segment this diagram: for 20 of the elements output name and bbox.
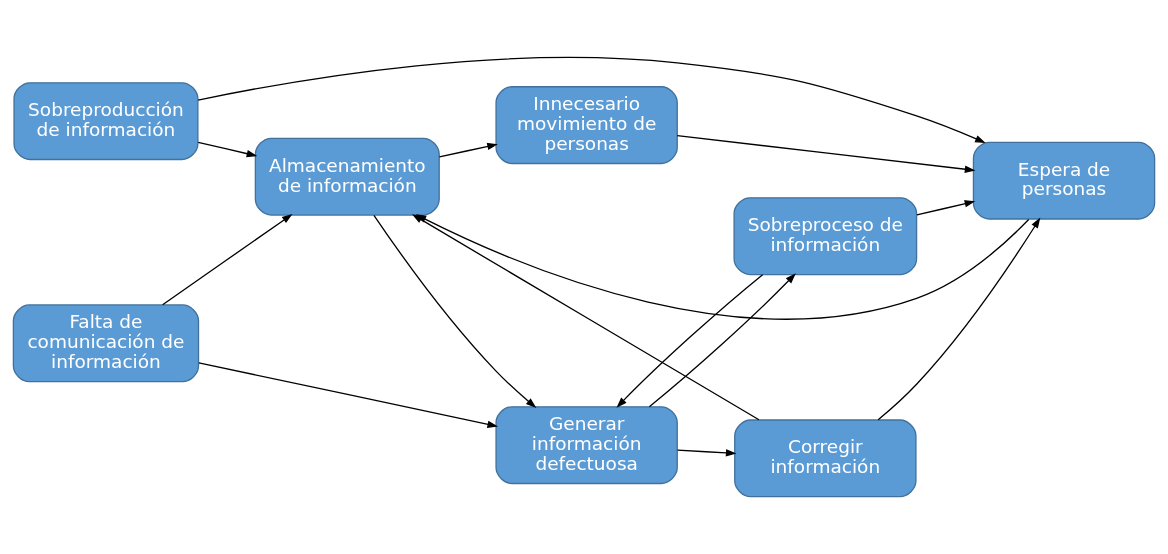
arrow [676,134,976,173]
arrow [438,142,498,158]
arrow [616,274,764,408]
arrow [198,362,498,428]
node-box: Generar información defectuosa [495,406,678,485]
arrow [161,214,293,306]
arrow [916,200,976,216]
node-box: Sobreproducción de información [13,82,199,161]
arrow [648,273,796,408]
node-box: Almacenamiento de información [254,137,440,216]
arrow [877,217,1041,421]
node-box: Sobreproceso de información [733,197,918,276]
node-box: Innecesario movimiento de personas [495,86,678,165]
node-box: Corregir información [734,419,917,498]
arrow [676,449,737,457]
arrow [415,214,1030,320]
node-box: Falta de comunicación de información [12,304,200,383]
arrow [197,57,986,144]
node-box: Espera de personas [972,141,1156,220]
arrow [197,141,258,158]
